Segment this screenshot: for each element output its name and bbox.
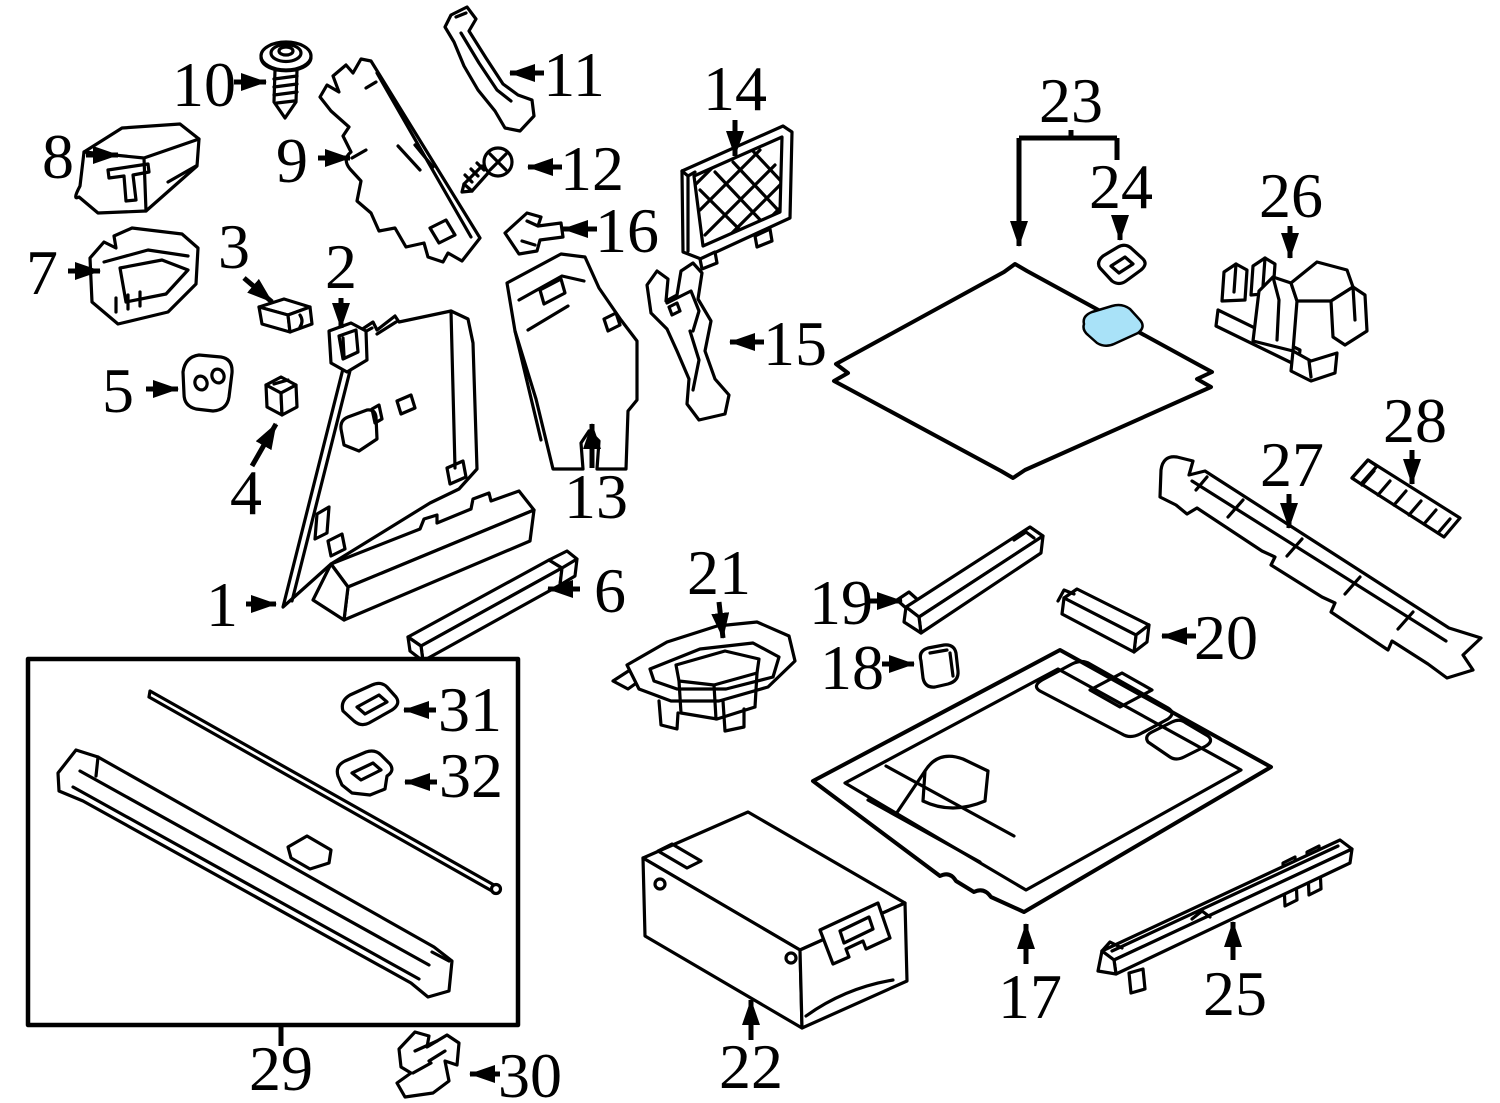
- highlighted-region[interactable]: [1082, 303, 1144, 347]
- part-drawings: [25, 5, 1483, 1099]
- part-31-clip-drawing: [340, 681, 400, 727]
- part-2-clip-drawing: [327, 321, 369, 374]
- part-label-29[interactable]: 29: [249, 1033, 313, 1103]
- part-30-bracket-drawing: [395, 1030, 461, 1099]
- part-label-11[interactable]: 11: [543, 39, 605, 110]
- part-label-26[interactable]: 26: [1259, 160, 1323, 231]
- part-label-24[interactable]: 24: [1089, 151, 1153, 222]
- part-5-plate-drawing: [181, 353, 234, 413]
- part-26-bracket-drawing: [1214, 256, 1369, 383]
- part-23-bracket: [1019, 130, 1120, 160]
- part-27-sill-panel-drawing: [1158, 455, 1483, 680]
- part-label-22[interactable]: 22: [719, 1031, 783, 1102]
- part-label-31[interactable]: 31: [438, 674, 502, 745]
- part-12-screw-drawing: [460, 146, 514, 194]
- part-label-19[interactable]: 19: [809, 567, 873, 638]
- part-3-arrow: [242, 276, 274, 304]
- part-label-16[interactable]: 16: [595, 195, 659, 266]
- part-1-quarter-panel-drawing: [281, 309, 536, 622]
- part-label-32[interactable]: 32: [439, 740, 503, 811]
- part-13-trim-drawing: [505, 252, 639, 471]
- part-15-pillar-trim-drawing: [645, 261, 731, 422]
- part-16-clip-drawing: [503, 211, 565, 256]
- part-label-17[interactable]: 17: [998, 961, 1062, 1032]
- part-3-clip-drawing: [257, 297, 314, 334]
- part-label-12[interactable]: 12: [560, 133, 624, 204]
- part-label-1[interactable]: 1: [206, 569, 238, 640]
- part-29-group-box: [25, 656, 521, 1028]
- part-label-4[interactable]: 4: [230, 457, 262, 528]
- part-label-9[interactable]: 9: [276, 125, 308, 196]
- part-labels: 1 2 3 4 5 6 7 8 9 10 11 12 13 14 15 16 1…: [26, 39, 1447, 1103]
- part-14-net-drawing: [680, 124, 794, 271]
- part-label-20[interactable]: 20: [1194, 602, 1258, 673]
- part-label-6[interactable]: 6: [594, 555, 626, 626]
- part-label-27[interactable]: 27: [1260, 429, 1324, 500]
- part-23-floor-mat-drawing: [832, 262, 1214, 480]
- part-24-grommet-drawing: [1096, 243, 1147, 286]
- part-label-21[interactable]: 21: [687, 537, 751, 608]
- part-4-arrow: [249, 422, 279, 468]
- part-10-screw-drawing: [259, 40, 313, 120]
- part-label-15[interactable]: 15: [763, 308, 827, 379]
- part-20-strip-drawing: [1056, 587, 1151, 654]
- part-7-bracket-drawing: [88, 226, 200, 326]
- part-label-30[interactable]: 30: [498, 1040, 562, 1103]
- part-label-14[interactable]: 14: [703, 53, 767, 124]
- part-label-2[interactable]: 2: [325, 231, 357, 302]
- part-label-7[interactable]: 7: [26, 237, 58, 308]
- part-8-cover-drawing: [74, 122, 201, 215]
- part-17-tray-drawing: [811, 648, 1273, 914]
- part-11-bracket-drawing: [443, 5, 536, 133]
- part-label-18[interactable]: 18: [820, 632, 884, 703]
- part-18-clip-drawing: [918, 643, 960, 689]
- part-21-insert-drawing: [611, 620, 797, 733]
- part-label-23[interactable]: 23: [1039, 65, 1103, 136]
- part-label-5[interactable]: 5: [102, 355, 134, 426]
- part-label-28[interactable]: 28: [1383, 385, 1447, 456]
- part-28-ribbed-strip-drawing: [1350, 458, 1462, 539]
- part-21-arrow: [711, 601, 730, 639]
- part-6-strip-drawing: [406, 549, 579, 663]
- part-label-8[interactable]: 8: [42, 121, 74, 192]
- leader-arrows: [68, 64, 1421, 1083]
- part-label-10[interactable]: 10: [172, 49, 236, 120]
- part-4-clip-drawing: [264, 375, 299, 417]
- part-label-25[interactable]: 25: [1203, 958, 1267, 1029]
- part-32-clip-drawing: [335, 749, 394, 797]
- part-label-13[interactable]: 13: [564, 461, 628, 532]
- part-25-rail-drawing: [1096, 838, 1354, 995]
- part-19-rail-drawing: [895, 525, 1045, 635]
- part-label-3[interactable]: 3: [218, 211, 250, 282]
- part-22-box-drawing: [641, 810, 909, 1030]
